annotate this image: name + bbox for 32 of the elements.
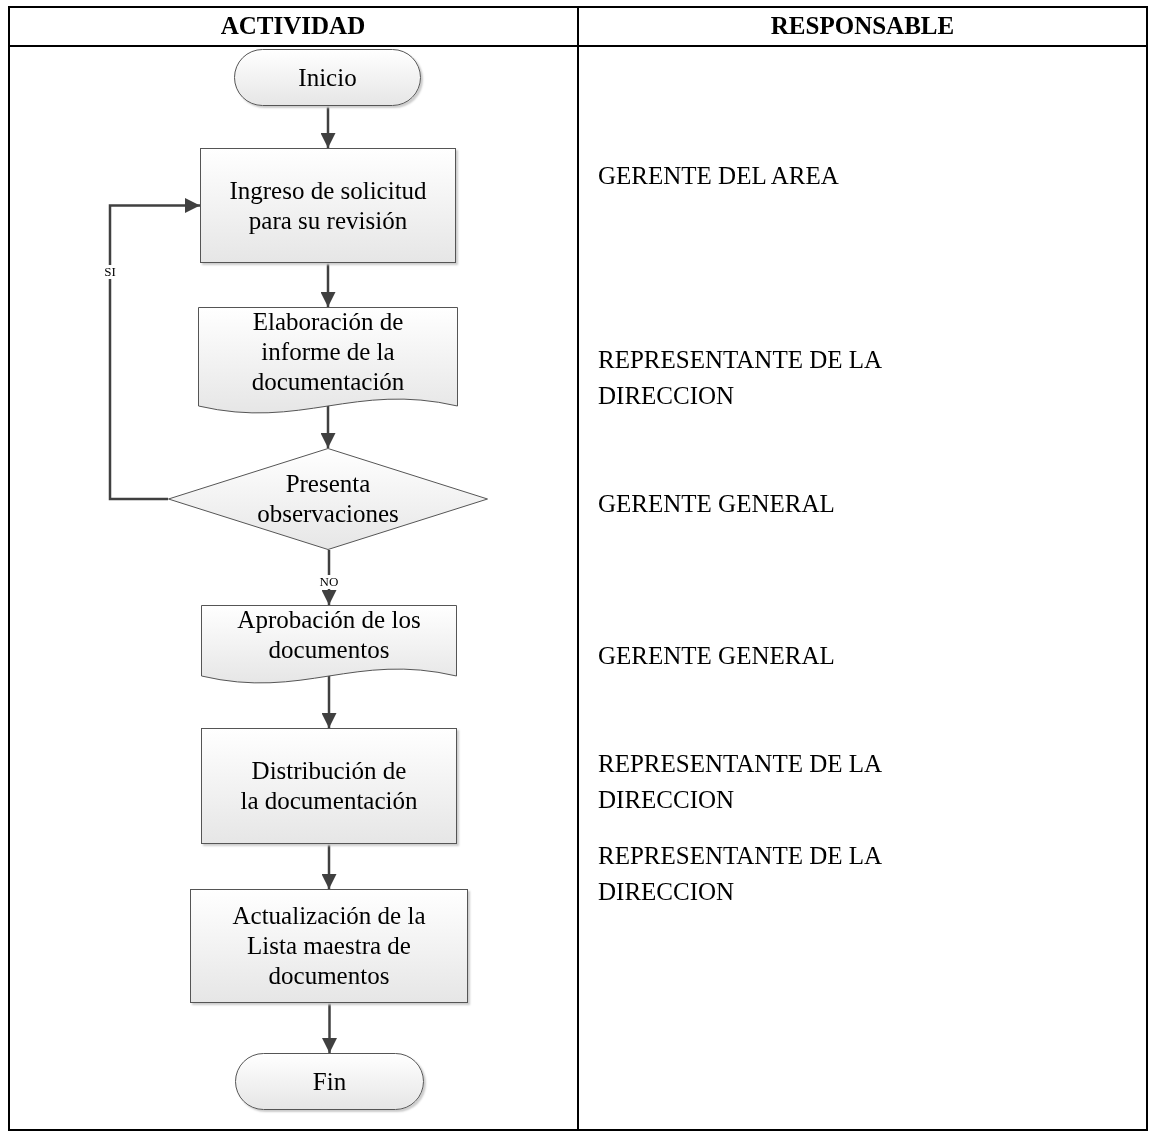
node-text: Inicio	[297, 62, 358, 93]
arrow	[108, 198, 200, 501]
responsible-text: GERENTE GENERAL	[598, 489, 836, 519]
arrow	[322, 1003, 337, 1053]
arrow	[321, 550, 337, 605]
responsible-text: REPRESENTANTE DE LA DIRECCION	[598, 345, 883, 411]
node-text: Actualización de la Lista maestra de documentos	[231, 901, 427, 991]
process-box	[201, 728, 457, 844]
node-text: Fin	[311, 1066, 348, 1097]
terminator-shape	[234, 49, 421, 106]
node-text: Distribución de la documentación	[240, 756, 418, 816]
responsible-text: REPRESENTANTE DE LA DIRECCION	[598, 841, 883, 907]
arrow	[320, 404, 336, 448]
node-text: Elaboración de informe de la documentación	[250, 307, 406, 397]
edge-label: NO	[318, 574, 340, 589]
process-box	[190, 889, 468, 1003]
column-header: ACTIVIDAD	[219, 11, 367, 41]
edge-label: SI	[103, 265, 117, 280]
responsible-text: GERENTE GENERAL	[598, 641, 836, 671]
node-text: Aprobación de los documentos	[236, 605, 422, 665]
arrow	[320, 263, 336, 307]
arrow	[320, 106, 336, 148]
terminator-shape	[235, 1053, 424, 1110]
responsible-text: REPRESENTANTE DE LA DIRECCION	[598, 749, 883, 815]
decision-diamond	[168, 448, 488, 550]
responsible-text: GERENTE DEL AREA	[598, 161, 840, 191]
arrow	[321, 674, 337, 728]
column-header: RESPONSABLE	[769, 11, 956, 41]
arrow	[321, 844, 337, 889]
node-text: Ingreso de solicitud para su revisión	[228, 175, 428, 236]
process-box	[200, 148, 456, 263]
node-text: Presenta observaciones	[256, 469, 400, 529]
